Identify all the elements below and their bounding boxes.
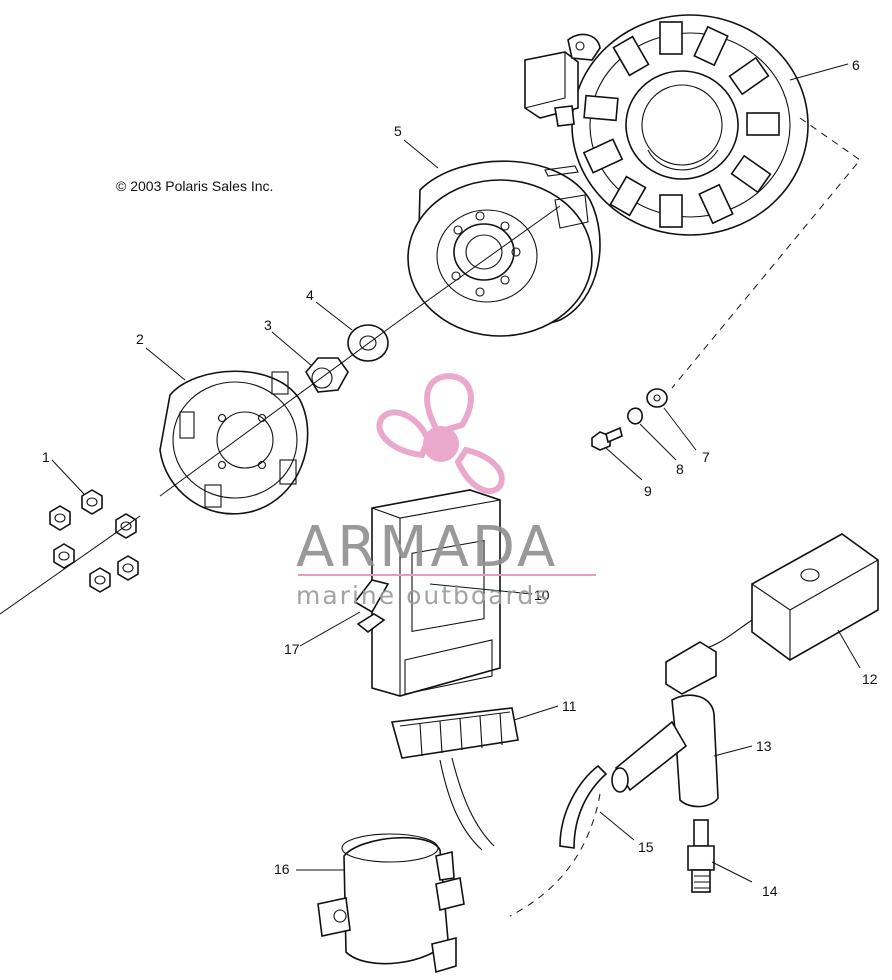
callout-17: 17 (284, 641, 300, 657)
callout-11: 11 (562, 698, 577, 714)
callout-8: 8 (676, 461, 684, 477)
callout-7: 7 (702, 449, 710, 465)
watermark-title: ARMADA (296, 515, 558, 580)
callout-9: 9 (644, 483, 652, 499)
flywheel-part (407, 160, 601, 337)
callout-15: 15 (638, 839, 654, 855)
callout-14: 14 (762, 883, 778, 899)
flat-washer-part (646, 388, 668, 408)
connector-part (390, 707, 519, 851)
spark-plug-part (687, 819, 715, 893)
callout-4: 4 (306, 287, 314, 303)
watermark-subtitle: marine outboards (296, 581, 550, 610)
callout-16: 16 (274, 861, 290, 877)
screw-part (591, 426, 623, 451)
callout-6: 6 (852, 57, 860, 73)
bolt-group-part (49, 489, 139, 593)
callout-1: 1 (42, 449, 50, 465)
ignition-coil-part (317, 833, 465, 974)
ht-lead-part (559, 764, 608, 849)
spark-plug-cap-part (611, 694, 719, 808)
callout-2: 2 (136, 331, 144, 347)
copyright-text: © 2003 Polaris Sales Inc. (116, 178, 273, 194)
cdi-module-part (353, 489, 501, 697)
callout-12: 12 (862, 671, 878, 687)
propeller-logo-icon (376, 372, 505, 494)
regulator-part (665, 533, 879, 695)
lock-washer-part (627, 407, 643, 425)
callout-13: 13 (756, 738, 772, 754)
callout-3: 3 (264, 317, 272, 333)
callout-10: 10 (534, 587, 550, 603)
stator-part (524, 14, 809, 236)
assembly-centerlines (0, 117, 861, 917)
callout-5: 5 (394, 123, 402, 139)
starter-cup-part (159, 370, 309, 515)
callout-leaders (51, 63, 861, 883)
